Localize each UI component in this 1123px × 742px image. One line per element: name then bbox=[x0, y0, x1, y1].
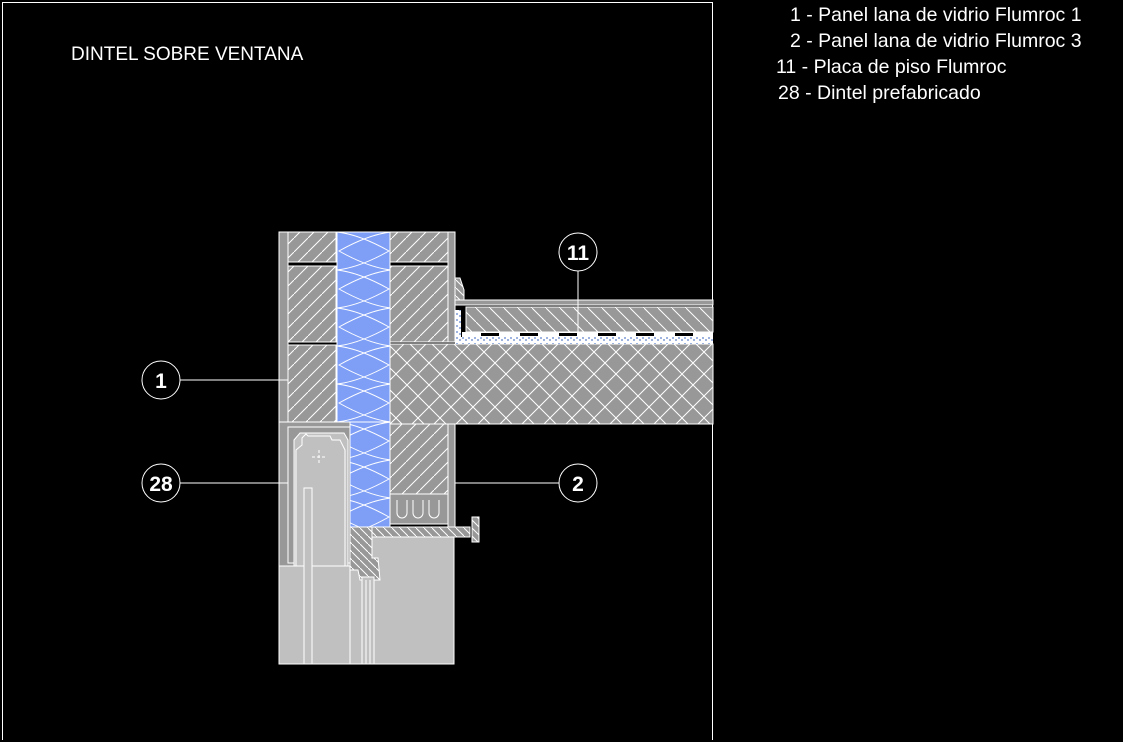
lintel-anchors bbox=[389, 493, 449, 525]
lintel-block-2 bbox=[389, 423, 449, 495]
legend-item-1: 1 - Panel lana de vidrio Flumroc 1 bbox=[790, 4, 1082, 26]
insulation-panel-1 bbox=[336, 231, 391, 423]
prefab-lintel-28 bbox=[278, 421, 455, 665]
callout-label-1: 1 bbox=[155, 370, 167, 393]
legend-item-2: 2 - Panel lana de vidrio Flumroc 3 bbox=[790, 30, 1082, 52]
window-head-profile bbox=[349, 516, 480, 665]
concrete-slab bbox=[389, 343, 714, 425]
callout-label-2: 2 bbox=[572, 473, 584, 496]
masonry-wall bbox=[278, 231, 456, 424]
callout-label-28: 28 bbox=[149, 473, 173, 496]
callout-label-11: 11 bbox=[567, 242, 590, 265]
legend-item-28: 28 - Dintel prefabricado bbox=[778, 82, 981, 104]
callout-2: 2 bbox=[455, 463, 598, 503]
legend-item-11: 11 - Placa de piso Flumroc bbox=[776, 56, 1007, 78]
insulation-panel-lower bbox=[349, 421, 391, 531]
callout-1: 1 bbox=[141, 360, 288, 400]
drawing-title: DINTEL SOBRE VENTANA bbox=[71, 44, 304, 65]
floor-plate-11 bbox=[454, 277, 714, 344]
callout-28: 28 bbox=[141, 463, 288, 503]
callout-11: 11 bbox=[558, 232, 598, 332]
